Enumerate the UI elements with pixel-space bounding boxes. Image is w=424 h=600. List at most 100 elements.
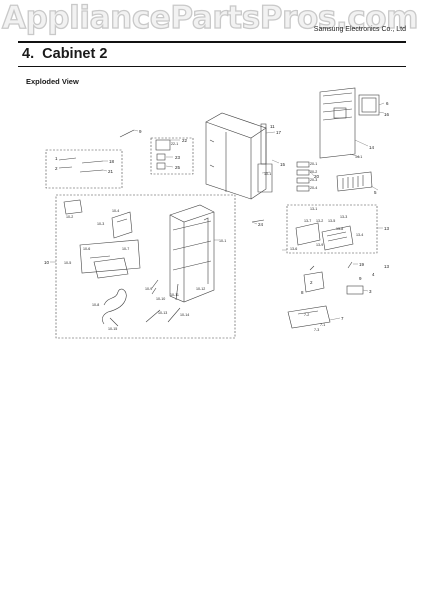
drain-pipe	[257, 123, 273, 193]
group-box-ice-parts	[55, 194, 236, 339]
small-parts	[58, 157, 104, 173]
callout: 10-15	[108, 327, 117, 331]
callout: 16	[384, 112, 390, 117]
callout: 8	[301, 290, 304, 295]
section-number: 4.	[22, 46, 35, 62]
callout: 14-1	[355, 155, 362, 159]
callouts-right-box: 13-1 13-2 13-3 13-4 13-5 13-6 13-7 13-8 …	[290, 207, 390, 251]
ice-tray	[93, 257, 129, 279]
header-rule	[18, 41, 406, 43]
cover-plate	[287, 305, 331, 329]
callout: 3	[369, 289, 372, 294]
callout: 13-7	[304, 219, 311, 223]
callout: 10-1	[219, 239, 226, 243]
callout: 13-8	[336, 227, 343, 231]
callout: 10-10	[156, 297, 165, 301]
callout: 20-4	[310, 186, 317, 190]
callout: 7-3	[314, 328, 319, 332]
callout: 10-8	[92, 303, 99, 307]
callout: 10	[44, 260, 50, 265]
callout: 10-12	[196, 287, 205, 291]
bracket-part-3	[346, 285, 364, 295]
header-brand-text: Samsung Electronics Co., Ltd	[313, 26, 406, 33]
exploded-view-label: Exploded View	[26, 77, 79, 86]
group-box-small-parts	[45, 149, 123, 189]
callout: 10-2	[66, 215, 73, 219]
callout: 13	[384, 264, 390, 269]
callout: 2	[55, 166, 58, 171]
callout: 13	[384, 226, 390, 231]
callout: 9	[359, 276, 362, 281]
callout: 13-2	[316, 219, 323, 223]
callout: 13-3	[340, 215, 347, 219]
parts-stack-20	[296, 161, 310, 192]
callout: 10-1	[264, 172, 271, 176]
callout: 10-6	[83, 247, 90, 251]
callout: 13-5	[328, 219, 335, 223]
wire-harness	[102, 288, 127, 327]
grille-part	[336, 171, 373, 192]
callouts-left-box: 1 2 18 21 9	[55, 129, 142, 174]
small-bracket	[63, 199, 83, 215]
callout: 22	[182, 138, 188, 143]
callout: 13-1	[310, 207, 317, 211]
callout: 20-3	[310, 178, 317, 182]
callout: 20-1	[310, 162, 317, 166]
rails	[145, 279, 181, 323]
callout: 7-2	[304, 313, 309, 317]
section-title: 4. Cabinet 2	[22, 46, 107, 62]
callout: 25	[175, 165, 181, 170]
group-box-ice-maker	[286, 204, 378, 254]
callout: 13-6	[290, 247, 297, 251]
callouts-main-box: 10 10-1 10-2 10-3 10-4 10-5 10-6 10-7 10…	[44, 209, 264, 331]
section-title-text: Cabinet 2	[42, 46, 108, 62]
callout: 6	[386, 101, 389, 106]
callout: 5	[374, 190, 377, 195]
callout: 22-1	[171, 142, 178, 146]
clip-part-19	[347, 261, 353, 269]
callout: 4	[372, 272, 375, 277]
title-rule	[18, 66, 406, 67]
screw-part	[119, 129, 135, 138]
callout: 23	[175, 155, 181, 160]
callout: 10-13	[158, 311, 167, 315]
callout: 10-9	[145, 287, 152, 291]
group-box-hinge	[150, 137, 194, 175]
callout: 24	[258, 222, 264, 227]
motor-assembly	[303, 265, 325, 293]
callout: 10-7	[122, 247, 129, 251]
callout: 20-2	[310, 170, 317, 174]
watermark: AppliancePartsPros.com	[1, 0, 419, 37]
callout: 13-4	[356, 233, 363, 237]
leader-lines	[50, 102, 385, 321]
drawer-frame	[169, 204, 215, 303]
callout: 1	[55, 156, 58, 161]
callout: 9	[139, 129, 142, 134]
ice-bin	[79, 239, 141, 274]
callout: 10-4	[112, 209, 119, 213]
callout: 10-3	[97, 222, 104, 226]
callout: 11	[270, 124, 275, 129]
clip-part-24	[251, 219, 265, 223]
callout: 17	[276, 130, 282, 135]
callout: 7	[341, 316, 344, 321]
callout: 7-1	[320, 323, 325, 327]
callouts-top-center: 17 11 15 10-1 22 22-1 23 25 20 20-1 20-2…	[171, 124, 320, 190]
callout: 20	[314, 174, 320, 179]
callouts-top-right: 6 16 14 14-1 13 19 3 9 4 8 2 7 7-1 7-2 7…	[301, 101, 390, 332]
callout: 14	[369, 145, 375, 150]
callout: 2	[310, 280, 313, 285]
callout: 10-5	[64, 261, 71, 265]
callout: 10-14	[180, 313, 189, 317]
callout: 21	[108, 169, 114, 174]
callout: 18	[109, 159, 115, 164]
callout: 15	[280, 162, 286, 167]
ice-maker-unit	[295, 222, 354, 251]
cabinet-assembly	[205, 112, 267, 200]
callout: 19	[359, 262, 365, 267]
hinge-parts	[155, 139, 171, 170]
callout: 13-9	[316, 243, 323, 247]
callout: 10-11	[170, 293, 179, 297]
